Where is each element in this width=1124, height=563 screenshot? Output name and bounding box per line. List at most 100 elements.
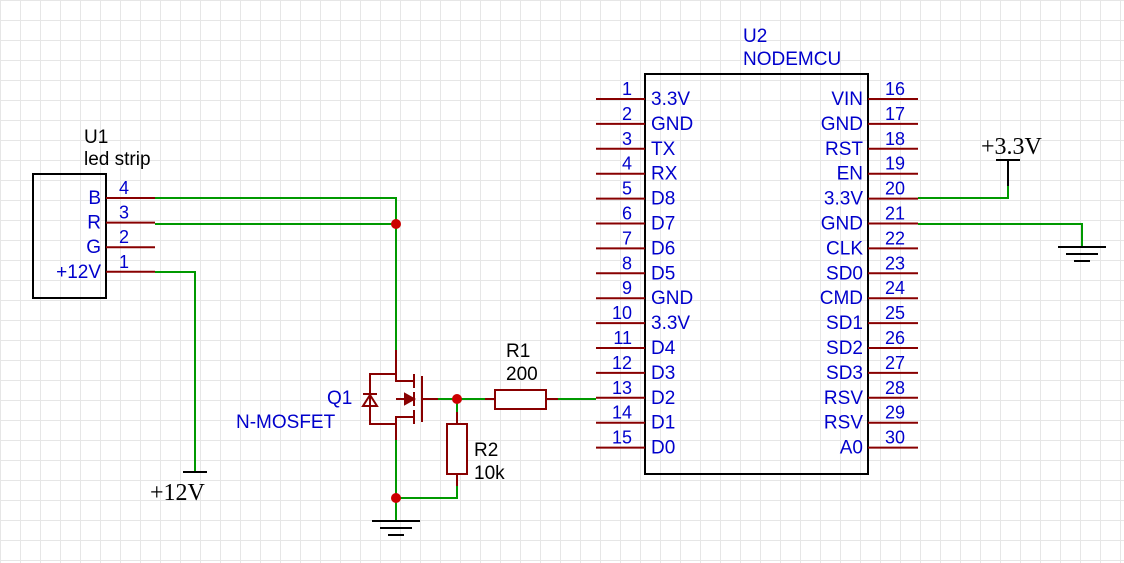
u2-pin-name: SD0 [826,263,863,284]
u2-pin-number: 24 [885,278,905,298]
q1-body-diode [361,393,379,407]
u1-pin-number: 4 [119,178,129,198]
u2-pin-name: EN [837,164,863,185]
u2-pin-name: D5 [651,263,675,284]
u2-value: NODEMCU [743,49,841,70]
u2-pin-name: RST [825,139,863,160]
u2-pin-name: 3.3V [651,313,690,334]
u1-ref: U1 [84,127,108,148]
r1-resistor: R1 200 [485,341,558,410]
u2-pin-number: 11 [613,328,632,348]
u2-pin-name: GND [651,114,693,135]
u1-pin-name: B [88,188,101,209]
r2-body [446,423,468,475]
power-3v3-label: +3.3V [981,134,1043,160]
wire-pin20-to-3v3 [918,160,1009,199]
power-3v3: +3.3V [981,134,1043,186]
junction-ground [391,493,401,503]
u2-pin-name: VIN [831,89,863,110]
wire-r2-to-ground [396,476,458,499]
u2-pin-name: RX [651,164,678,185]
u2-pin-number: 6 [622,204,632,224]
u2-pin-name: A0 [840,438,863,459]
u2-pin-number: 18 [885,129,905,149]
u2-pin-number: 2 [622,104,632,124]
u2-pin-number: 3 [622,129,632,149]
u2-pin-number: 30 [885,428,905,448]
u2-pin-number: 14 [612,403,632,423]
u1-pin-name: +12V [56,262,101,283]
u2-pin-number: 25 [885,303,905,323]
r1-ref: R1 [506,341,530,362]
ground-symbol-nodemcu [1058,246,1106,262]
u2-pin-number: 17 [885,104,905,124]
u2-pin-number: 5 [622,179,632,199]
u2-pin-number: 1 [622,79,632,99]
u2-pin-name: D6 [651,238,675,259]
u2-pin-name: SD1 [826,313,863,334]
power-12v: +12V [150,471,207,506]
u2-pin-number: 19 [885,154,905,174]
u2-pin-name: SD3 [826,363,863,384]
u1-pin-number: 2 [119,227,129,247]
wire-pin21-to-ground [918,223,1083,246]
u2-pin-name: D1 [651,413,675,434]
u1-pin-number: 3 [119,203,129,223]
junction-r-drain [391,219,401,229]
u2-pin-number: 27 [885,353,905,373]
r2-ref: R2 [474,440,498,461]
u2-pin-number: 20 [885,179,905,199]
u2-pin-name: D2 [651,388,675,409]
u2-pin-number: 15 [612,428,632,448]
q1-source-lead [395,416,414,440]
power-12v-label: +12V [150,480,206,506]
u2-pin-name: GND [651,288,693,309]
u2-pin-name: D7 [651,214,675,235]
u2-pin-number: 23 [885,253,905,273]
wire-b-to-drain [155,197,397,350]
u2-pin-name: RSV [824,413,863,434]
u2-pin-number: 29 [885,403,905,423]
u2-pin-name: GND [821,214,863,235]
u2-pin-number: 12 [612,353,632,373]
u2-pin-number: 16 [885,79,905,99]
u2-pin-number: 8 [622,253,632,273]
u2-pin-number: 10 [612,303,632,323]
q1-ref: Q1 [327,388,352,409]
u1-body [32,173,107,299]
u2-pin-name: CLK [826,238,863,259]
q1-body-diode-wire [369,373,396,425]
q1-drain-lead [395,350,414,382]
u2-pin-name: TX [651,139,676,160]
q1-arrow [404,392,417,406]
u2-pin-number: 9 [622,278,632,298]
u2-pin-name: RSV [824,388,863,409]
u2-pin-number: 28 [885,378,905,398]
ground-symbol-mosfet [372,520,420,536]
u2-pin-name: GND [821,114,863,135]
u1-pin-number: 1 [119,252,129,272]
u2-pin-name: 3.3V [824,189,863,210]
u2-pin-name: 3.3V [651,89,690,110]
u2-pin-name: D8 [651,189,675,210]
u2-pin-number: 22 [885,228,905,248]
u2-pin-number: 26 [885,328,905,348]
u2-ref: U2 [743,26,767,47]
u1-pin-name: G [86,237,101,258]
u2-pin-number: 4 [622,154,632,174]
u2-pin-number: 21 [885,204,905,224]
u2-right-pins: 16VIN17GND18RST19EN203.3V21GND22CLK23SD0… [820,79,918,459]
q1-value: N-MOSFET [236,412,336,433]
u1-pin-name: R [87,213,101,234]
u2-pin-number: 7 [622,228,632,248]
junctions [391,219,462,503]
u2-pin-number: 13 [612,378,632,398]
u2-pin-name: SD2 [826,338,863,359]
u1-value: led strip [84,149,151,170]
u2-pin-name: D3 [651,363,675,384]
